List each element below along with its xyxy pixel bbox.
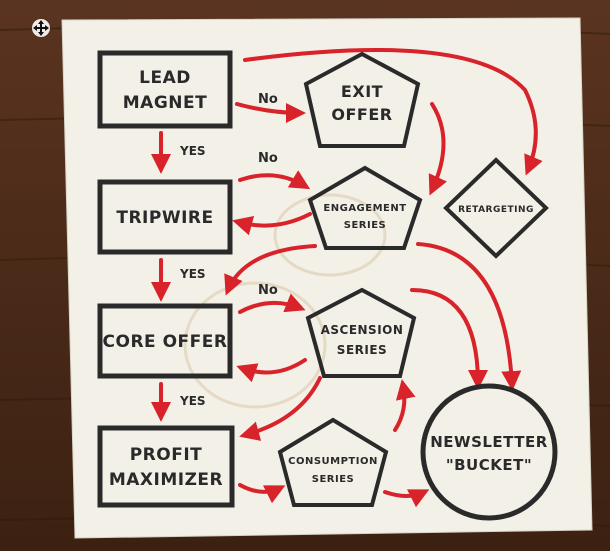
pentagon-ascension-line-2: SERIES bbox=[337, 343, 387, 357]
pentagon-exit-offer-line-2: OFFER bbox=[331, 105, 392, 124]
box-profit-maximizer-line-2: MAXIMIZER bbox=[109, 470, 223, 490]
edge-label-no-1: No bbox=[258, 92, 278, 107]
pentagon-consumption-line-2: SERIES bbox=[312, 474, 355, 485]
pentagon-engagement-line-1: ENGAGEMENT bbox=[323, 203, 406, 214]
circle-newsletter-line-2: "BUCKET" bbox=[446, 456, 532, 474]
box-tripwire-label: TRIPWIRE bbox=[116, 208, 213, 228]
box-core-offer-label: CORE OFFER bbox=[103, 332, 228, 352]
move-cursor-icon[interactable] bbox=[32, 19, 50, 37]
box-profit-maximizer-line-1: PROFIT bbox=[130, 445, 203, 465]
edge-label-yes-1: YES bbox=[179, 144, 206, 158]
pentagon-exit-offer-line-1: EXIT bbox=[341, 82, 383, 101]
pentagon-consumption-line-1: CONSUMPTION bbox=[288, 456, 378, 467]
edge-label-no-2: No bbox=[258, 151, 278, 166]
pentagon-ascension-line-1: ASCENSION bbox=[321, 323, 404, 337]
circle-newsletter-line-1: NEWSLETTER bbox=[430, 433, 548, 451]
diamond-retargeting-label: RETARGETING bbox=[458, 205, 534, 215]
box-lead-magnet-line-2: MAGNET bbox=[123, 93, 207, 113]
box-lead-magnet-line-1: LEAD bbox=[139, 68, 191, 88]
edge-label-yes-2: YES bbox=[179, 267, 206, 281]
edge-label-yes-3: YES bbox=[179, 394, 206, 408]
pentagon-engagement-line-2: SERIES bbox=[344, 220, 387, 231]
edge-label-no-3: No bbox=[258, 283, 278, 298]
